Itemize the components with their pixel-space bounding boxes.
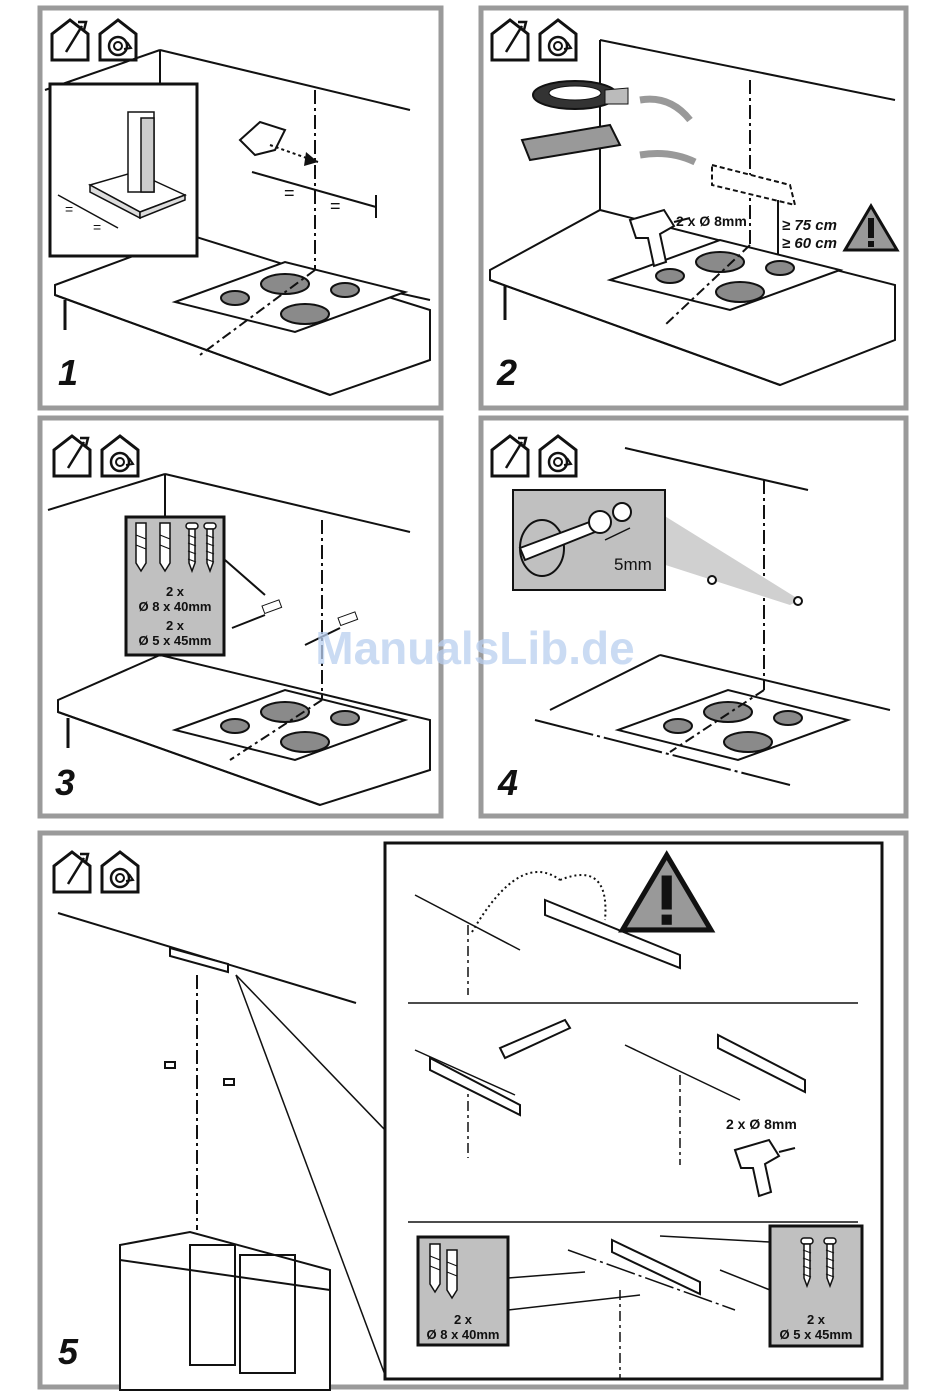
- label-height-60: ≥ 60 cm: [782, 235, 837, 252]
- step-number-3: 3: [55, 762, 75, 803]
- wall-plug-icon: [160, 523, 170, 571]
- wall-plug-icon: [136, 523, 146, 571]
- wall-plug-icon: [447, 1250, 457, 1298]
- label-drill-5: 2 x Ø 8mm: [726, 1116, 797, 1132]
- panel-step-1: = = = = 1: [40, 8, 441, 408]
- label-height-75: ≥ 75 cm: [782, 217, 837, 234]
- label-plug-qty-3: 2 x: [166, 584, 185, 599]
- label-gap-5mm: 5mm: [614, 555, 652, 574]
- label-plug-size-3: Ø 8 x 40mm: [139, 599, 212, 614]
- inset-hood: [50, 84, 197, 256]
- step-number-1: 1: [58, 352, 78, 393]
- panel-step-2: 2 x Ø 8mm ≥ 75 cm ≥ 60 cm 2: [481, 8, 906, 408]
- label-plug-size-5: Ø 8 x 40mm: [427, 1327, 500, 1342]
- label-plug-qty-5: 2 x: [454, 1312, 473, 1327]
- label-eq-4: =: [330, 196, 341, 216]
- label-screw-qty-5: 2 x: [807, 1312, 826, 1327]
- label-eq-1: =: [65, 201, 73, 217]
- watermark: ManualsLib.de: [315, 622, 634, 674]
- label-screw-size-3: Ø 5 x 45mm: [139, 633, 212, 648]
- step-number-2: 2: [496, 352, 517, 393]
- panel-step-4: 5mm 4: [481, 418, 906, 816]
- panel-step-3: 2 x Ø 8 x 40mm 2 x Ø 5 x 45mm 3: [40, 418, 441, 816]
- panel-step-5: 5 2 x Ø 8mm 2 x Ø 8 x 40mm 2 x: [40, 833, 906, 1390]
- label-screw-qty-3: 2 x: [166, 618, 185, 633]
- label-drill-2: 2 x Ø 8mm: [676, 213, 747, 229]
- step-number-5: 5: [58, 1331, 79, 1372]
- label-screw-size-5: Ø 5 x 45mm: [780, 1327, 853, 1342]
- label-eq-2: =: [93, 219, 101, 235]
- wall-plug-icon: [430, 1244, 440, 1292]
- step-number-4: 4: [497, 762, 518, 803]
- label-eq-3: =: [284, 183, 295, 203]
